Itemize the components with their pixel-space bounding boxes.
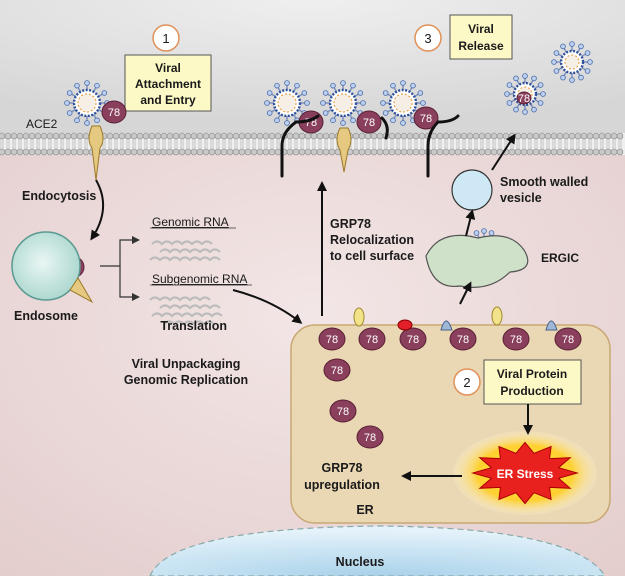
ergic-to-vesicle-arrow xyxy=(465,209,476,237)
step-3-title-line1: Viral xyxy=(468,22,494,36)
nucleus-label: Nucleus xyxy=(336,555,385,569)
grp78-label: 78 xyxy=(108,107,120,119)
grp78-label: 78 xyxy=(407,334,419,346)
rna-strand xyxy=(151,312,223,318)
rna-strand xyxy=(149,296,211,302)
virion-surface-2 xyxy=(320,80,366,126)
grp78-surface-3: 78 xyxy=(413,106,439,130)
endosome xyxy=(11,231,94,304)
step-3: 3 Viral Release xyxy=(414,14,513,60)
step-1-title-line2: Attachment xyxy=(135,77,201,91)
relocalization-label-line2: Relocalization xyxy=(330,233,414,247)
virion-surface-3 xyxy=(380,80,426,126)
genomic-rna-label: Genomic RNA xyxy=(152,215,229,229)
rna-strands xyxy=(149,240,223,326)
ace2-label: ACE2 xyxy=(26,117,58,131)
grp78-label: 78 xyxy=(363,117,375,129)
rna-branch-bracket xyxy=(100,236,140,301)
step-3-number: 3 xyxy=(424,31,431,46)
ergic-label: ERGIC xyxy=(541,251,579,265)
grp78-label: 78 xyxy=(420,113,432,125)
step-1: 1 Viral Attachment and Entry xyxy=(124,24,212,112)
step-1-title-line1: Viral xyxy=(155,61,181,75)
relocalization-label-line3: to cell surface xyxy=(330,249,414,263)
relocalization-label-line1: GRP78 xyxy=(330,217,371,231)
smooth-vesicle-label-line2: vesicle xyxy=(500,191,542,205)
virion-attaching xyxy=(64,80,110,126)
grp78-label: 78 xyxy=(562,334,574,346)
unpackaging-label-line2: Genomic Replication xyxy=(124,373,248,387)
subgenomic-rna-label: Subgenomic RNA xyxy=(152,272,247,286)
smooth-vesicle-label-line1: Smooth walled xyxy=(500,175,588,189)
endocytosis-label: Endocytosis xyxy=(22,189,96,203)
rna-strand xyxy=(149,256,221,262)
grp78-er-rim-6: 78 xyxy=(554,327,582,351)
grp78-surface-2: 78 xyxy=(356,110,382,134)
grp78-er-2: 78 xyxy=(329,399,357,423)
grp78-er-rim-1: 78 xyxy=(318,327,346,351)
er-glycoproteins xyxy=(353,306,558,331)
surface-receptors xyxy=(336,127,352,173)
endocytosis-arrow xyxy=(90,179,105,241)
step-1-number-circle xyxy=(152,24,180,52)
pathway-arrows xyxy=(90,133,533,481)
grp78-er-rim-3: 78 xyxy=(399,327,427,351)
grp78-released: 78 xyxy=(516,91,532,105)
step-2-box xyxy=(483,359,582,405)
step-2-number: 2 xyxy=(463,375,470,390)
step-2: 2 Viral Protein Production xyxy=(453,359,582,405)
er-label: ER xyxy=(356,503,373,517)
grp78-label: 78 xyxy=(518,93,530,105)
er-stress-burst: ER Stress xyxy=(453,431,597,515)
endosome-label: Endosome xyxy=(14,309,78,323)
vesicle-to-release-arrow xyxy=(491,133,516,171)
er-to-ergic-arrow xyxy=(459,281,472,305)
upregulation-label-line2: upregulation xyxy=(304,478,380,492)
smooth-walled-vesicle xyxy=(451,169,493,211)
step-2-title-line2: Production xyxy=(500,384,563,398)
grp78-label: 78 xyxy=(326,334,338,346)
translation-label: Translation xyxy=(160,319,227,333)
step-2-title-line1: Viral Protein xyxy=(497,367,567,381)
virion-released-2 xyxy=(551,41,593,83)
grp78-membrane-anchors xyxy=(280,114,460,178)
rna-strand xyxy=(151,240,213,246)
rna-strand xyxy=(159,304,221,310)
grp78-er-3: 78 xyxy=(356,425,384,449)
step-3-number-circle xyxy=(414,24,442,52)
rna-strand xyxy=(163,320,215,326)
er-stress-label: ER Stress xyxy=(497,467,554,481)
step-1-number: 1 xyxy=(162,31,169,46)
grp78-label: 78 xyxy=(337,406,349,418)
grp78-er-rim-5: 78 xyxy=(502,327,530,351)
grp78-label: 78 xyxy=(364,432,376,444)
step-3-box xyxy=(449,14,513,60)
unpackaging-label-line1: Viral Unpackaging xyxy=(132,357,241,371)
translation-arrow xyxy=(232,289,303,324)
grp78-er-1: 78 xyxy=(323,358,351,382)
ace2-receptor xyxy=(88,125,104,181)
grp78-label: 78 xyxy=(366,334,378,346)
grp78-er-rim-2: 78 xyxy=(358,327,386,351)
grp78-label: 78 xyxy=(331,365,343,377)
grp78-label: 78 xyxy=(457,334,469,346)
step-1-title-line3: and Entry xyxy=(140,93,196,107)
step-3-title-line2: Release xyxy=(458,39,504,53)
grp78-ace2: 78 xyxy=(101,100,127,124)
step-1-box xyxy=(124,54,212,112)
grp78-er-rim-4: 78 xyxy=(449,327,477,351)
nucleus xyxy=(149,525,606,576)
grp78-label: 78 xyxy=(510,334,522,346)
upregulation-label-line1: GRP78 xyxy=(322,461,363,475)
step-2-number-circle xyxy=(453,368,481,396)
virion-surface-1 xyxy=(264,80,310,126)
rna-strand xyxy=(159,248,221,254)
